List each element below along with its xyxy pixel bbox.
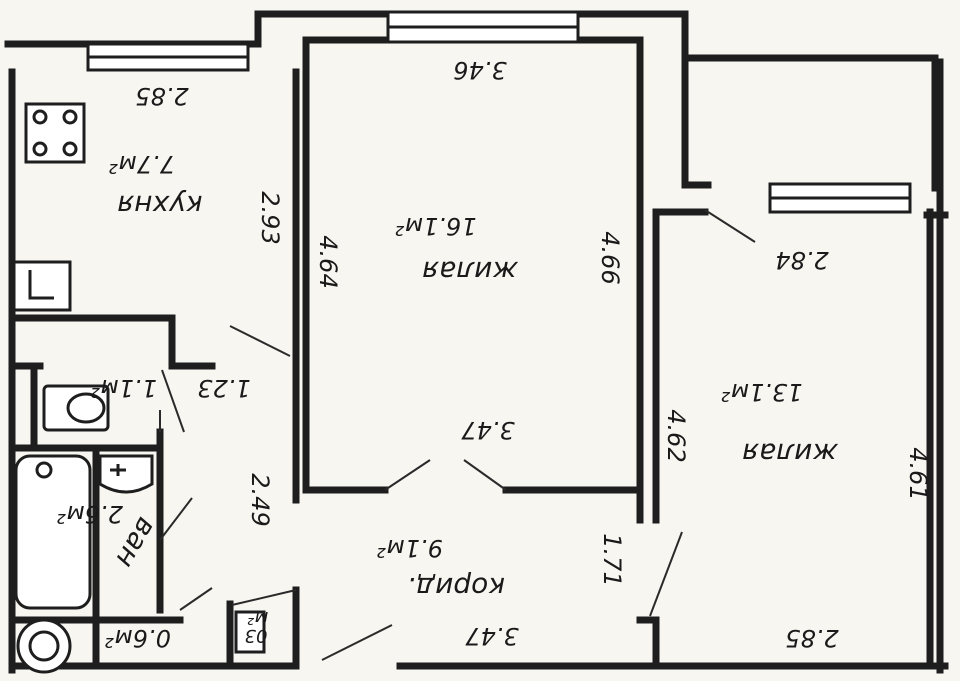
storage-area: 0.6м² (105, 624, 171, 652)
bathtub-icon (14, 454, 92, 610)
kitchen-sink-icon (12, 260, 72, 312)
dim-room2-depth-right: 4.61 (904, 447, 932, 500)
toilet-icon (42, 384, 110, 432)
washbasin-icon (98, 454, 154, 494)
dim-room1-depth-left: 4.64 (314, 235, 342, 288)
fixtures (12, 102, 266, 674)
dim-corridor-depth: 2.49 (246, 473, 274, 526)
closet-area: м² (248, 607, 269, 628)
dim-kitchen-depth: 2.93 (256, 191, 284, 244)
doors (159, 209, 756, 661)
stove-icon (24, 102, 86, 164)
corridor-area: 9.1м² (377, 534, 443, 562)
room1-area: 16.1м² (395, 212, 477, 240)
dim-room1-width-bottom: 3.47 (461, 416, 515, 444)
dim-kitchen-width: 2.85 (135, 82, 188, 110)
dim-room2-depth-left: 4.62 (662, 409, 690, 462)
corridor-name: корид. (407, 571, 505, 604)
labels: 2.85 кухня 7.7м² 2.93 3.46 16.1м² жилая … (57, 56, 932, 652)
wc-area: 1.1м² (91, 374, 157, 402)
dim-corridor-opening: 1.71 (598, 533, 626, 586)
dim-hall-width: 1.23 (197, 374, 250, 402)
bath-area: 2.6м² (57, 500, 123, 528)
room1-name: жилая (422, 255, 518, 288)
dim-room1-depth-right: 4.66 (596, 231, 624, 284)
kitchen-area: 7.7м² (109, 150, 175, 178)
windows (86, 10, 912, 214)
room2-area: 13.1м² (721, 378, 803, 406)
dim-room2-width-top: 2.84 (775, 246, 828, 274)
closet-shelf (234, 610, 266, 654)
kitchen-name: кухня (117, 189, 202, 222)
dim-corridor-width: 3.47 (465, 622, 519, 650)
room2-name: жилая (742, 437, 838, 470)
boiler-icon (16, 618, 72, 674)
dim-room2-width-bottom: 2.85 (785, 624, 838, 652)
closet-number: 03 (245, 625, 268, 646)
dim-room1-width: 3.46 (453, 56, 506, 84)
